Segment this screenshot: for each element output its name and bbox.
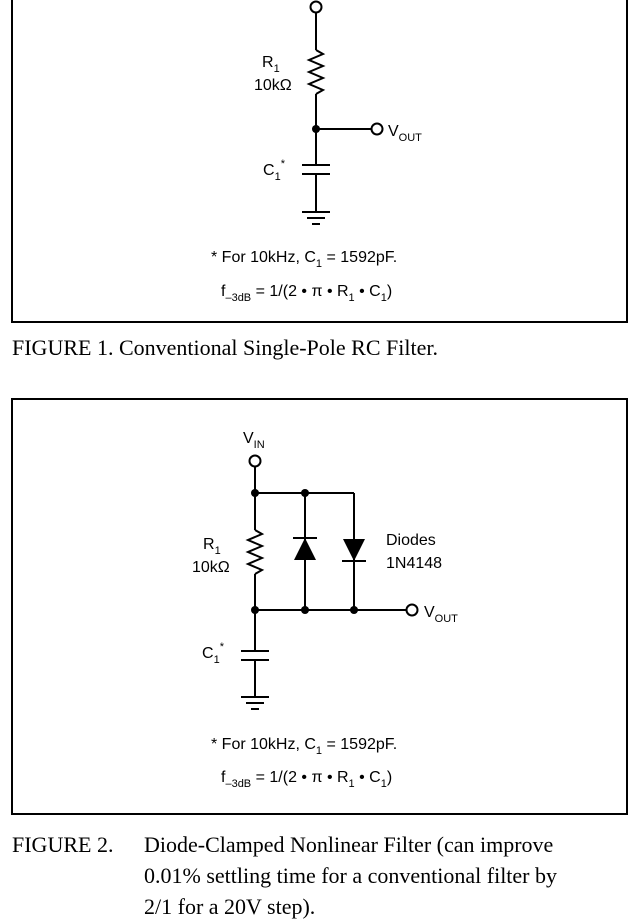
figure2-frame — [11, 398, 628, 815]
fig1-input-terminal — [309, 0, 323, 14]
fig1-ground-symbol — [302, 211, 330, 225]
figure2-caption-line-1: Diode-Clamped Nonlinear Filter (can impr… — [144, 832, 554, 857]
fig2-formula: f–3dB = 1/(2 • π • R1 • C1) — [221, 769, 392, 790]
figure1-caption-number: FIGURE 1. — [12, 335, 114, 360]
figure1-caption: FIGURE 1. Conventional Single-Pole RC Fi… — [12, 332, 438, 363]
fig1-capacitor-c1 — [302, 164, 330, 175]
fig2-vin-label: VIN — [243, 430, 265, 451]
figure1-caption-text: Conventional Single-Pole RC Filter. — [118, 335, 438, 360]
fig2-vout-terminal — [405, 603, 419, 617]
fig1-r1-label: R1 — [262, 54, 280, 75]
fig2-ground-symbol — [241, 696, 269, 710]
fig2-c1-label: C1* — [202, 641, 225, 666]
fig2-diodes-part: 1N4148 — [386, 555, 442, 572]
fig1-formula: f–3dB = 1/(2 • π • R1 • C1) — [221, 283, 392, 304]
figure2-schematic: VIN — [192, 430, 458, 790]
fig2-r1-value: 10kΩ — [192, 559, 230, 576]
fig2-resistor-r1 — [245, 529, 265, 575]
figure1-frame — [11, 0, 628, 323]
fig1-vout-label: VOUT — [388, 123, 422, 144]
figure2-caption-line-3: 2/1 for a 20V step). — [144, 894, 316, 919]
fig1-vout-terminal — [370, 122, 384, 136]
fig1-c1-label: C1* — [263, 158, 286, 183]
fig1-resistor-r1 — [306, 49, 326, 95]
fig2-input-terminal — [248, 454, 262, 468]
fig1-r1-value: 10kΩ — [254, 77, 292, 94]
fig2-diodes-title: Diodes — [386, 532, 436, 549]
figure2-caption-number: FIGURE 2. — [12, 832, 114, 857]
fig2-diode-down — [342, 539, 366, 562]
fig2-note: * For 10kHz, C1 = 1592pF. — [211, 736, 397, 757]
fig2-vout-label: VOUT — [424, 604, 458, 625]
fig2-r1-label: R1 — [203, 536, 221, 557]
fig1-note: * For 10kHz, C1 = 1592pF. — [211, 249, 397, 270]
fig2-diode-up — [293, 537, 317, 560]
figure1-schematic: R1 10kΩ VOUT C1* * For 10kHz, C1 = 1592p… — [211, 0, 422, 304]
figure2-caption-line-2: 0.01% settling time for a conventional f… — [144, 863, 558, 888]
